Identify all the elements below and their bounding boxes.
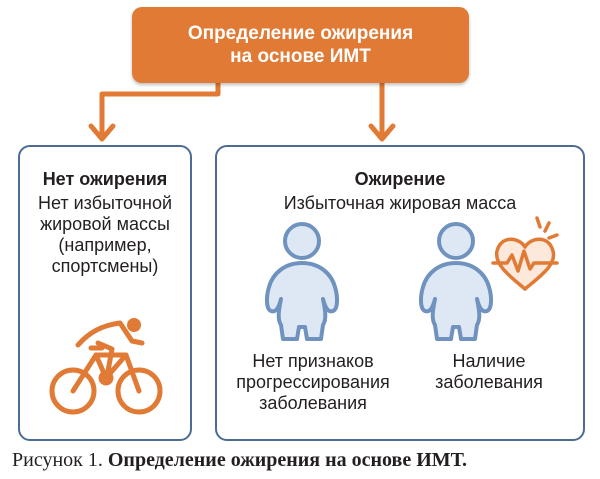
no-obesity-description: Нет избыточной жировой массы (например, …	[20, 193, 190, 277]
person-obese-icon	[264, 222, 340, 341]
label-line: заболевания	[259, 393, 367, 413]
cyclist-icon	[49, 318, 163, 415]
obesity-panel: Ожирение Избыточная жировая масса Нет пр…	[215, 145, 585, 441]
label-line: заболевания	[435, 372, 543, 392]
no-progression-label: Нет признаков прогрессирования заболеван…	[229, 351, 397, 414]
no-obesity-panel: Нет ожирения Нет избыточной жировой масс…	[18, 145, 192, 441]
obesity-title: Ожирение	[354, 169, 446, 189]
heart-ecg-icon	[491, 216, 559, 291]
top-box-line1: Определение ожирения	[187, 23, 414, 44]
obesity-subtitle: Избыточная жировая масса	[283, 193, 517, 213]
figure-caption: Рисунок 1. Определение ожирения на основ…	[12, 448, 600, 472]
caption-title: Определение ожирения на основе ИМТ.	[107, 449, 467, 471]
desc-line: спортсмены)	[51, 256, 159, 276]
top-definition-box: Определение ожирения на основе ИМТ	[132, 7, 469, 83]
person-obese-icon	[418, 222, 494, 341]
label-line: Наличие	[452, 351, 526, 371]
connector-arrows	[88, 83, 396, 142]
caption-prefix: Рисунок 1.	[12, 449, 103, 471]
desc-line: (например,	[58, 235, 152, 255]
top-box-line2: на основе ИМТ	[230, 46, 371, 67]
no-obesity-title: Нет ожирения	[42, 169, 168, 189]
label-line: Нет признаков	[252, 351, 374, 371]
arrow-left	[99, 83, 221, 136]
disease-present-label: Наличие заболевания	[407, 351, 571, 393]
label-line: прогрессирования	[236, 372, 390, 392]
desc-line: жировой массы	[40, 214, 170, 234]
desc-line: Нет избыточной	[37, 193, 173, 213]
